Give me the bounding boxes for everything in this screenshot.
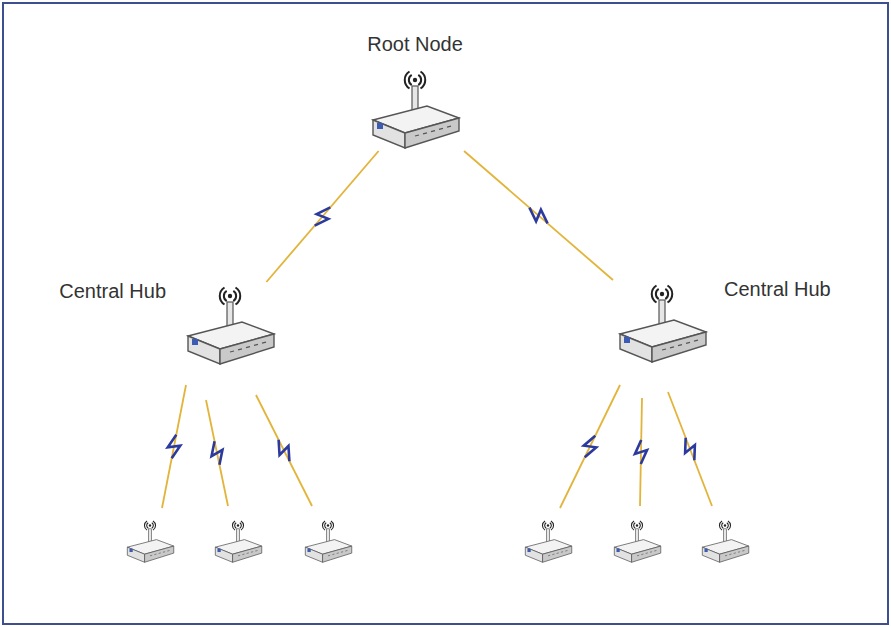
router-icon	[180, 282, 280, 367]
node-label: Central Hub	[724, 278, 831, 301]
leaf-router	[215, 521, 261, 562]
node-label: Root Node	[367, 33, 463, 56]
node-label: Central Hub	[59, 280, 166, 303]
lightning-bolt	[685, 438, 695, 460]
lightning-bolt	[584, 436, 597, 458]
wireless-link	[256, 395, 312, 506]
lightning-bolt	[279, 440, 290, 461]
leaf-router	[614, 521, 660, 562]
router-icon	[365, 66, 465, 151]
leaf-router	[127, 521, 173, 562]
leaf-router	[702, 521, 748, 562]
leaf-router	[305, 521, 351, 562]
lightning-bolt	[635, 440, 647, 464]
wireless-link	[162, 385, 186, 508]
router-node: Central Hub	[180, 282, 280, 367]
wireless-link	[464, 151, 613, 280]
leaf-router	[525, 521, 571, 562]
wireless-link	[206, 400, 228, 506]
wireless-link	[668, 392, 712, 506]
router-node: Central Hub	[612, 280, 712, 365]
wireless-link	[266, 151, 378, 282]
lightning-bolt	[168, 435, 181, 459]
lightning-bolt	[212, 441, 223, 465]
router-node: Root Node	[365, 66, 465, 151]
wireless-link	[560, 385, 620, 508]
lightning-bolt	[529, 208, 547, 224]
lightning-bolt	[315, 207, 331, 225]
router-icon	[612, 280, 712, 365]
